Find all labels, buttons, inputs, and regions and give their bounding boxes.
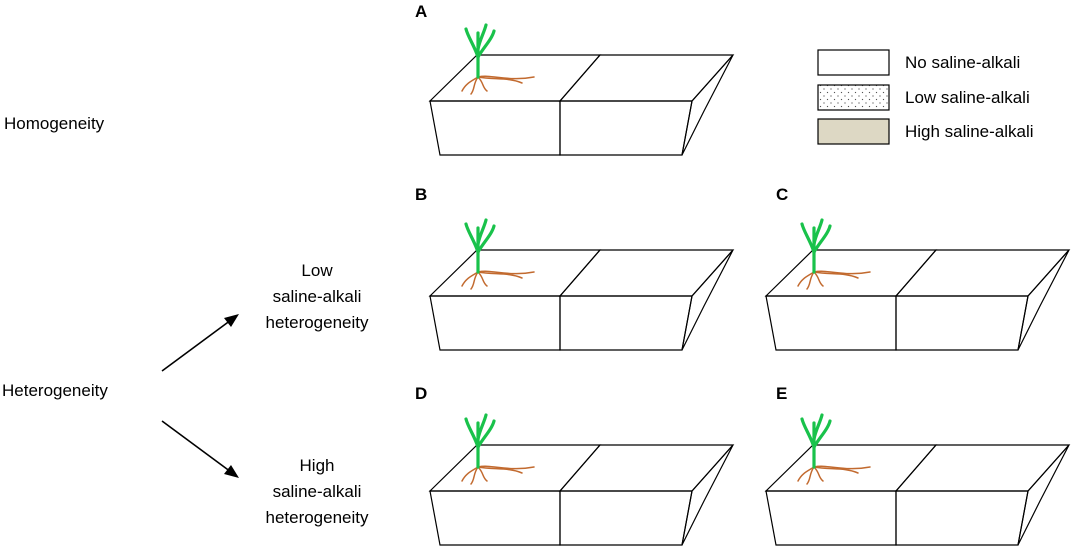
plant-icon — [797, 218, 871, 290]
panel-c: C — [764, 185, 1071, 351]
legend-item-low: Low saline-alkali — [817, 84, 1030, 111]
panel-b: B — [415, 185, 735, 351]
low-heterogeneity-label-line3: heterogeneity — [265, 313, 369, 332]
legend-label-low: Low saline-alkali — [905, 88, 1030, 107]
arrow-to-low — [161, 314, 239, 372]
panel-letter-b: B — [415, 185, 427, 204]
legend-swatch-none — [817, 49, 890, 76]
high-heterogeneity-label-line2: saline-alkali — [273, 482, 362, 501]
panel-b-right-side — [681, 249, 734, 351]
panel-d-right-top — [558, 444, 735, 492]
legend-swatch-high — [817, 118, 890, 145]
legend-label-high: High saline-alkali — [905, 122, 1034, 141]
panel-a: A — [415, 2, 735, 156]
high-heterogeneity-label-line1: High — [300, 456, 335, 475]
panel-e: E — [764, 384, 1071, 546]
panel-c-right-front — [895, 295, 1029, 351]
panel-a-left-front — [429, 100, 561, 156]
panel-b-right-top — [558, 249, 735, 297]
plant-icon — [461, 23, 535, 95]
panel-c-right-top — [894, 249, 1071, 297]
arrow-to-high — [161, 420, 239, 478]
panel-b-right-front — [559, 295, 693, 351]
legend-item-high: High saline-alkali — [817, 118, 1034, 145]
panels: A B C D E — [415, 2, 1071, 546]
panel-letter-d: D — [415, 384, 427, 403]
plant-icon — [797, 413, 871, 485]
plant-icon — [461, 218, 535, 290]
panel-d-right-side — [681, 444, 734, 546]
legend: No saline-alkali Low saline-alkali High … — [817, 49, 1034, 145]
panel-d-right-front — [559, 490, 693, 546]
panel-e-left-front — [765, 490, 897, 546]
panel-a-right-top — [558, 54, 735, 102]
panel-d-left-front — [429, 490, 561, 546]
panel-e-right-side — [1017, 444, 1070, 546]
legend-label-none: No saline-alkali — [905, 53, 1020, 72]
panel-a-right-side — [681, 54, 734, 156]
panel-d: D — [415, 384, 735, 546]
panel-b-left-front — [429, 295, 561, 351]
legend-item-none: No saline-alkali — [817, 49, 1020, 76]
homogeneity-label: Homogeneity — [4, 114, 105, 133]
legend-swatch-low — [817, 84, 890, 111]
low-heterogeneity-label-line2: saline-alkali — [273, 287, 362, 306]
panel-e-right-top — [894, 444, 1071, 492]
plant-icon — [461, 413, 535, 485]
panel-letter-e: E — [776, 384, 787, 403]
high-heterogeneity-label-line3: heterogeneity — [265, 508, 369, 527]
panel-c-left-front — [765, 295, 897, 351]
panel-c-right-side — [1017, 249, 1070, 351]
low-heterogeneity-label-line1: Low — [301, 261, 333, 280]
heterogeneity-label: Heterogeneity — [2, 381, 108, 400]
panel-a-right-front — [559, 100, 693, 156]
panel-letter-c: C — [776, 185, 788, 204]
panel-e-right-front — [895, 490, 1029, 546]
panel-letter-a: A — [415, 2, 427, 21]
